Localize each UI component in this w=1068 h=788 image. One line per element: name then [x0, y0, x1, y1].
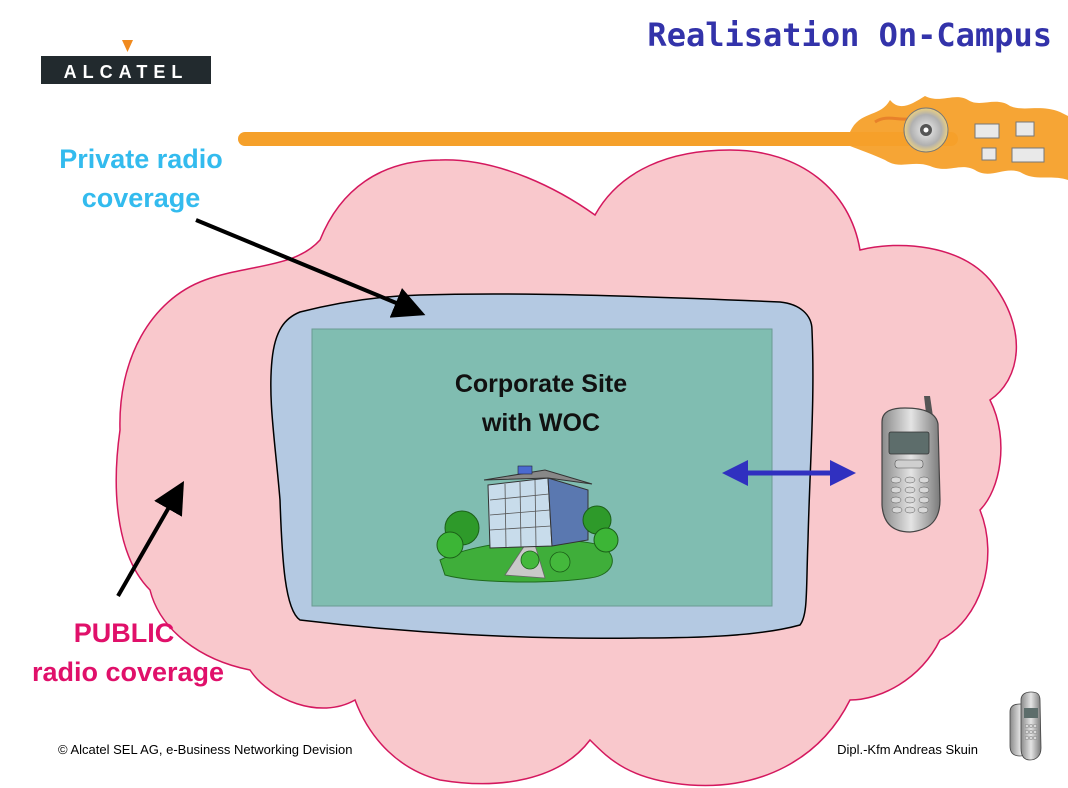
- public-coverage-label-line1: PUBLIC: [74, 618, 175, 648]
- public-coverage-label-line2: radio coverage: [32, 657, 224, 687]
- cd-disc-icon: [903, 107, 949, 153]
- private-coverage-label-line1: Private radio: [59, 144, 223, 174]
- mobile-phones-icon: [1009, 691, 1042, 761]
- public-coverage-arrow: [116, 481, 184, 597]
- alcatel-logo: ALCATEL: [41, 40, 211, 84]
- slide-title: Realisation On-Campus: [647, 16, 1052, 54]
- corporate-site-label-line2: with WOC: [481, 409, 600, 437]
- private-coverage-arrow: [195, 218, 426, 318]
- corporate-site-label-line1: Corporate Site: [455, 370, 627, 398]
- office-building-icon: [436, 465, 619, 583]
- logo-text: ALCATEL: [64, 62, 189, 82]
- mobile-phone-icon: [881, 396, 941, 533]
- private-coverage-label-line2: coverage: [82, 183, 201, 213]
- footer-copyright: © Alcatel SEL AG, e-Business Networking …: [58, 742, 353, 757]
- header-banner: [238, 96, 1068, 180]
- wireless-link-arrow: [722, 460, 856, 486]
- logo-triangle-icon: [122, 40, 133, 52]
- footer-author: Dipl.-Kfm Andreas Skuin: [837, 742, 978, 757]
